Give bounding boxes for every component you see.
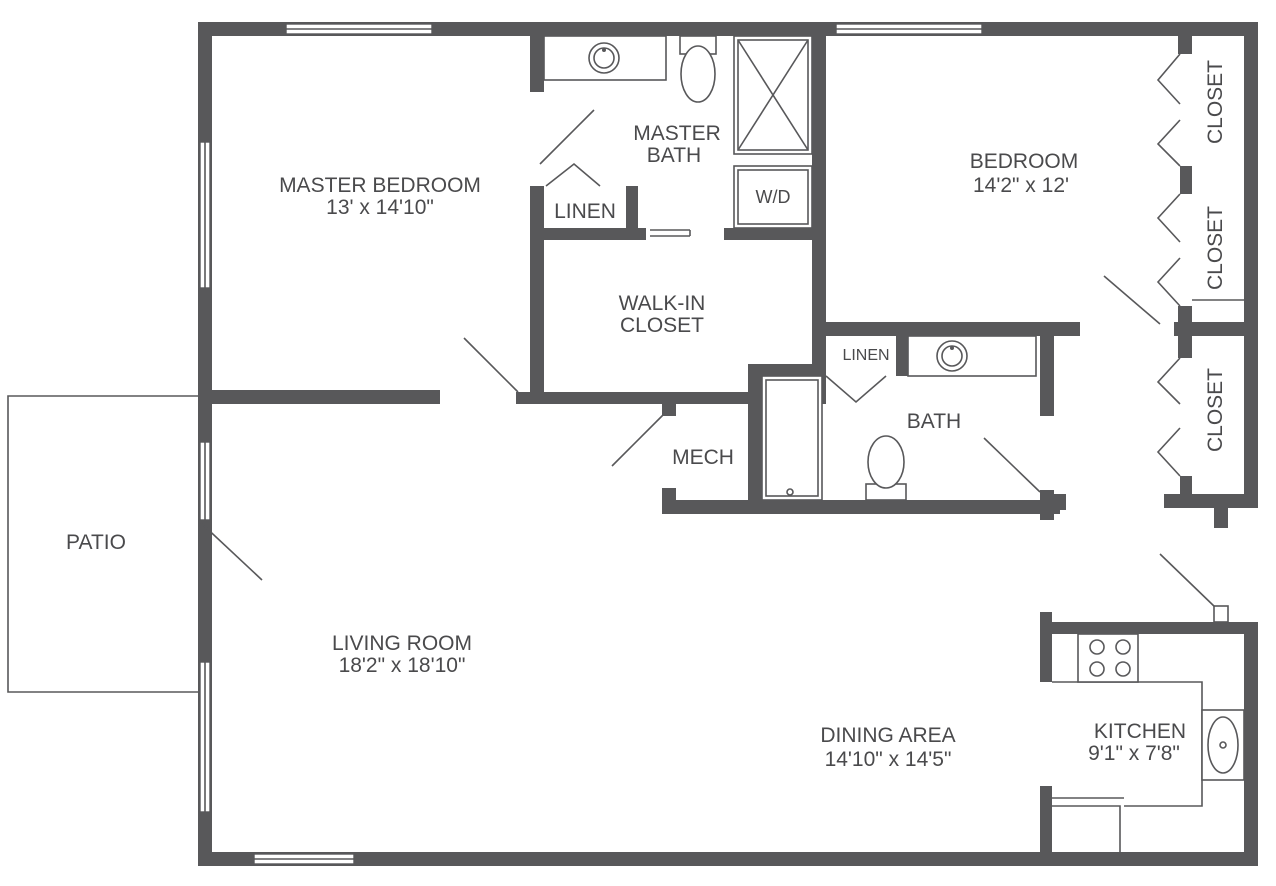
patio-outline <box>7 395 198 693</box>
dining-area-dims: 14'10" x 14'5" <box>825 748 952 771</box>
dining-area-name: DINING AREA <box>820 724 955 747</box>
bath-fixtures <box>761 335 1037 501</box>
bath-label: BATH <box>907 410 961 433</box>
bedroom-name: BEDROOM <box>970 150 1079 173</box>
living-room-name: LIVING ROOM <box>332 632 472 655</box>
windows <box>198 23 983 865</box>
kitchen-fixtures <box>1052 633 1245 852</box>
walk-in-closet-label-1: WALK-IN <box>619 292 706 315</box>
door-swings <box>199 109 1229 623</box>
master-bedroom-name: MASTER BEDROOM <box>279 174 481 197</box>
interior-walls <box>212 36 1258 866</box>
master-bedroom-dims: 13' x 14'10" <box>326 196 434 219</box>
bath-linen-label: LINEN <box>842 347 889 364</box>
closet-label-3: CLOSET <box>1204 368 1227 452</box>
walk-in-closet-label-2: CLOSET <box>620 314 704 337</box>
closet-label-2: CLOSET <box>1204 206 1227 290</box>
washer-dryer-label: W/D <box>756 187 791 207</box>
room-labels: MASTER BEDROOM 13' x 14'10" MASTER BATH … <box>66 60 1227 771</box>
master-bath-label-1: MASTER <box>633 122 721 145</box>
kitchen-dims: 9'1" x 7'8" <box>1088 742 1180 765</box>
kitchen-name: KITCHEN <box>1094 720 1186 743</box>
bedroom-dims: 14'2" x 12' <box>973 174 1069 197</box>
patio-label: PATIO <box>66 531 126 554</box>
living-room-dims: 18'2" x 18'10" <box>339 654 466 677</box>
closet-bifold-doors <box>1156 53 1244 477</box>
master-bath-label-2: BATH <box>647 144 701 167</box>
master-linen-label: LINEN <box>554 200 616 223</box>
mech-label: MECH <box>672 446 734 469</box>
master-bath-fixtures <box>543 35 813 229</box>
closet-label-1: CLOSET <box>1204 60 1227 144</box>
